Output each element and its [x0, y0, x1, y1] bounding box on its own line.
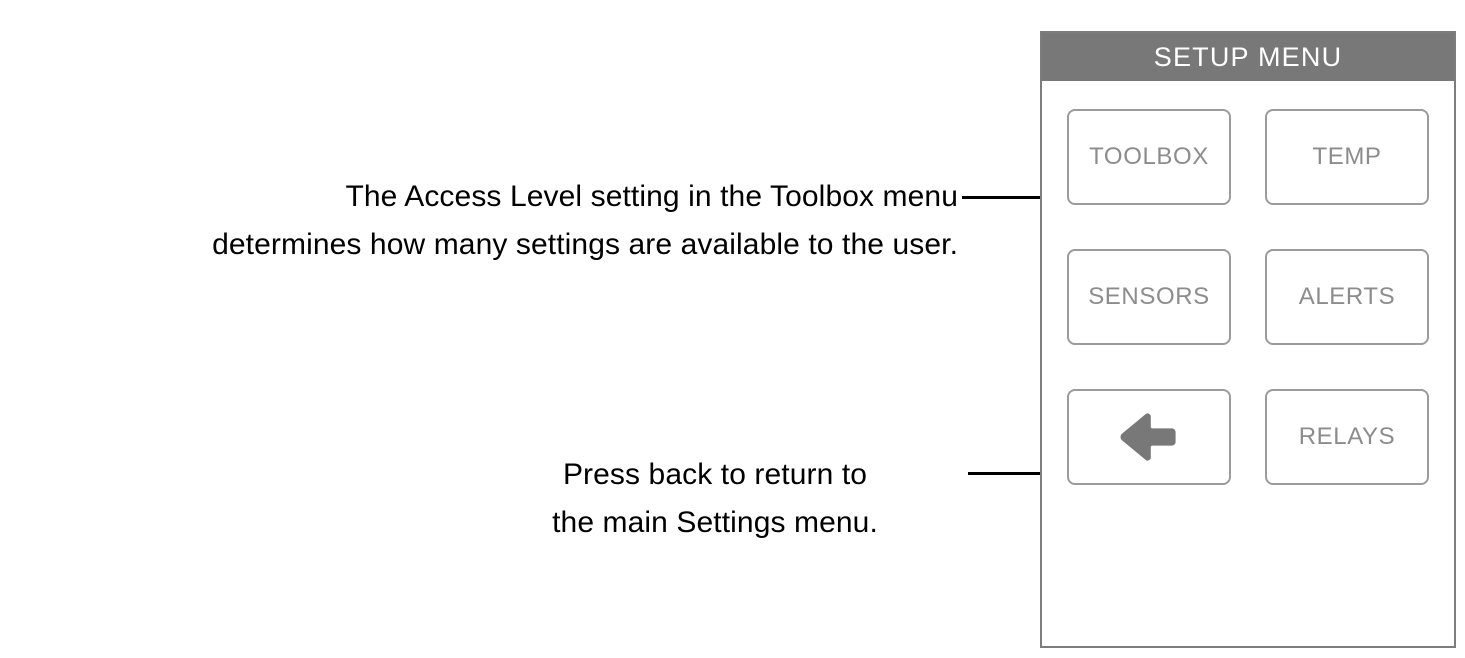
leader-line-toolbox	[962, 196, 1080, 199]
menu-button-temp[interactable]: TEMP	[1265, 109, 1429, 205]
menu-button-label: TEMP	[1312, 143, 1382, 170]
menu-button-toolbox[interactable]: TOOLBOX	[1067, 109, 1231, 205]
menu-button-alerts[interactable]: ALERTS	[1265, 249, 1429, 345]
annotation-back: Press back to return to the main Setting…	[552, 458, 878, 539]
setup-menu-panel: SETUP MENU TOOLBOX TEMP SENSORS ALERTS	[1040, 31, 1456, 648]
menu-button-back[interactable]	[1067, 389, 1231, 485]
arrow-left-icon	[1117, 410, 1181, 464]
panel-title: SETUP MENU	[1153, 41, 1343, 72]
panel-body: TOOLBOX TEMP SENSORS ALERTS	[1042, 81, 1454, 646]
menu-button-label: ALERTS	[1298, 283, 1396, 310]
menu-button-label: RELAYS	[1298, 423, 1396, 450]
menu-button-grid: TOOLBOX TEMP SENSORS ALERTS	[1067, 109, 1429, 485]
panel-header: SETUP MENU	[1042, 33, 1454, 81]
leader-line-back	[968, 472, 1084, 475]
menu-button-label: SENSORS	[1088, 283, 1210, 310]
menu-button-sensors[interactable]: SENSORS	[1067, 249, 1231, 345]
menu-button-label: TOOLBOX	[1089, 143, 1209, 170]
annotation-access-level: The Access Level setting in the Toolbox …	[212, 180, 958, 261]
menu-button-relays[interactable]: RELAYS	[1265, 389, 1429, 485]
